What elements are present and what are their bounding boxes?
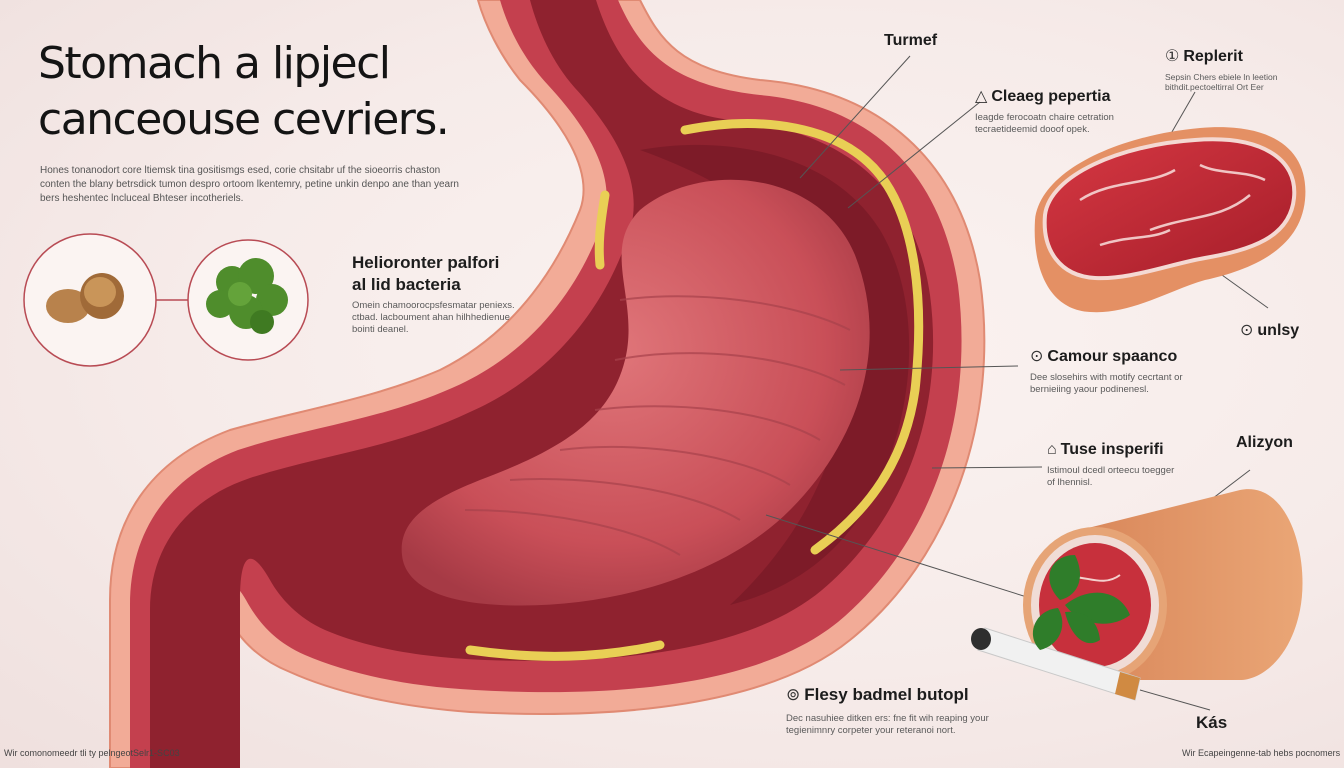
footer-right: Wir Ecapeingenne-tab hebs pocnomers	[1182, 748, 1341, 758]
triangle-icon: △	[975, 88, 988, 105]
callout-unlsy: ⊙unlsy	[1240, 322, 1300, 339]
intro-paragraph: Hones tonanodort core ltiemsk tina gosit…	[40, 165, 459, 204]
bacteria-description: Omein chamoorocpsfesmatar peniexs. ctbad…	[352, 300, 515, 335]
info-circle-icon: ①	[1165, 48, 1180, 65]
raw-steak-icon	[1034, 127, 1306, 313]
tumor-folds	[464, 295, 851, 556]
callout-flesy: ⊚Flesy badmel butopl Dec nasuhiee ditken…	[786, 685, 989, 736]
callout-tuse: ⌂Tuse insperifi Istimoul dcedl orteecu t…	[1047, 441, 1175, 488]
label-turmef: Turmef	[884, 32, 938, 49]
callout-camour: ⊙Camour spaanco Dee slosehirs with motif…	[1030, 348, 1183, 395]
stomach-organ	[109, 0, 986, 768]
label-alizyon: Alizyon	[1236, 434, 1293, 451]
label-kas: Kás	[1196, 713, 1228, 732]
fat-layer-upper	[680, 119, 924, 555]
cigarette-icon	[971, 627, 1141, 701]
basil-leaf-icon	[1032, 555, 1130, 650]
home-icon: ⌂	[1047, 441, 1057, 458]
target-icon: ⊚	[786, 685, 801, 704]
clock-icon: ⊙	[1240, 322, 1254, 339]
page-title: Stomach a lipjecl canceouse cevriers.	[38, 36, 508, 148]
tumor-mass	[401, 179, 870, 606]
bacteria-heading: Helioronter palfori al lid bacteria	[352, 253, 500, 294]
title-line-2: canceouse cevriers.	[38, 94, 450, 145]
clock-icon: ⊙	[1030, 348, 1044, 365]
title-line-1: Stomach a lipjecl	[38, 38, 391, 89]
fat-layer-left	[594, 190, 610, 270]
footer-left: Wir comonomeedr tli ty pelngeotSelr1-SC0…	[4, 748, 180, 758]
fat-layer-bottom	[465, 640, 665, 661]
broccoli-icon	[206, 258, 288, 334]
callout-cleaeg: △Cleaeg pepertia Ieagde ferocoatn chaire…	[975, 88, 1114, 135]
food-comparison-circles	[23, 233, 309, 367]
almond-cookies-icon	[46, 273, 124, 323]
